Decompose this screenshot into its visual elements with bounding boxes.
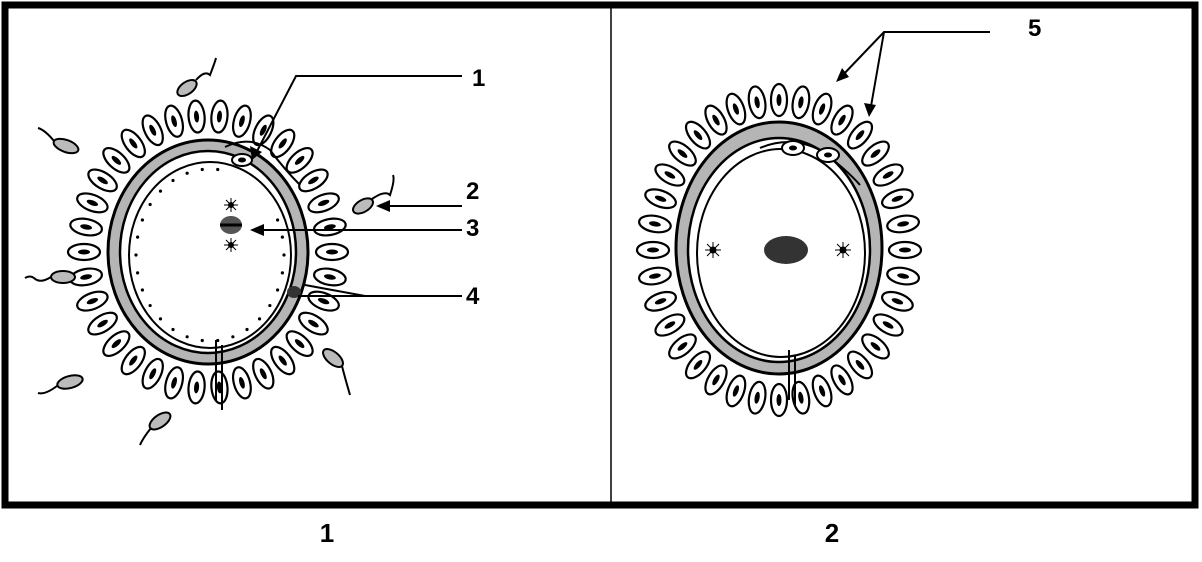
- cortical-granule: [141, 218, 144, 221]
- cortical-granule: [159, 317, 162, 320]
- nucleus: [764, 236, 808, 264]
- cortical-granule: [149, 203, 152, 206]
- follicle-cell-nucleus: [777, 94, 782, 106]
- panel-2-caption: 2: [812, 518, 852, 549]
- cortical-granule: [276, 218, 279, 221]
- follicle-cell-nucleus: [777, 394, 782, 406]
- callout-1-label: 1: [472, 65, 485, 92]
- cortical-granule: [268, 304, 271, 307]
- cortical-granule: [231, 335, 234, 338]
- cortical-granule: [281, 236, 284, 239]
- cortical-granule: [282, 253, 285, 256]
- cortical-granule: [134, 253, 137, 256]
- cortical-granule: [281, 271, 284, 274]
- callout-2-label: 2: [466, 178, 479, 205]
- cortical-granule: [159, 189, 162, 192]
- follicle-cell-nucleus: [326, 250, 338, 255]
- cortical-granule: [201, 339, 204, 342]
- cortical-granule: [186, 172, 189, 175]
- cortical-granule: [136, 271, 139, 274]
- follicle-cell-nucleus: [647, 248, 659, 253]
- cortical-granule: [201, 168, 204, 171]
- panel-1-caption: 1: [307, 518, 347, 549]
- cortical-granule: [141, 288, 144, 291]
- cortical-granule: [149, 304, 152, 307]
- oocyte: [120, 151, 296, 353]
- cortical-granule: [245, 328, 248, 331]
- cortical-granule: [136, 236, 139, 239]
- follicle-cell-nucleus: [78, 250, 90, 255]
- cortical-granule: [258, 317, 261, 320]
- cortical-granule: [171, 328, 174, 331]
- callout-5-label: 5: [1028, 15, 1041, 42]
- follicle-cell-nucleus: [899, 248, 911, 253]
- cortical-granule: [216, 168, 219, 171]
- callout-3-label: 3: [466, 215, 479, 242]
- cortical-granule: [276, 288, 279, 291]
- cortical-granule: [171, 179, 174, 182]
- cortical-granule: [186, 335, 189, 338]
- callout-4-label: 4: [466, 283, 480, 310]
